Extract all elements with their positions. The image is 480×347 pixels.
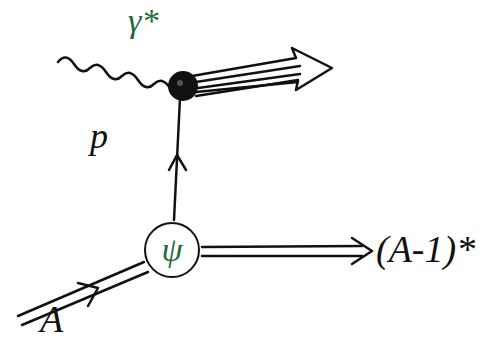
vertex-blob-highlight [177, 80, 183, 86]
nucleus-line [18, 262, 144, 316]
node-text: ψ [161, 233, 182, 267]
residual-line [202, 246, 362, 247]
proton-arrow [169, 155, 186, 170]
photon-line [58, 57, 186, 94]
photon-label: γ* [128, 4, 158, 38]
residual-line [202, 255, 362, 258]
residual-arrow [352, 238, 372, 264]
vertex-blob [169, 72, 197, 100]
nucleus-label: A [40, 300, 63, 338]
vertex-circle: ψ [144, 222, 200, 278]
momentum-label: p [90, 118, 108, 154]
residual-label: (A-1)* [376, 230, 475, 268]
jet-line [196, 66, 300, 82]
nucleus-arrow [78, 283, 98, 306]
jet-line [196, 82, 298, 92]
jet-outline [192, 48, 332, 96]
